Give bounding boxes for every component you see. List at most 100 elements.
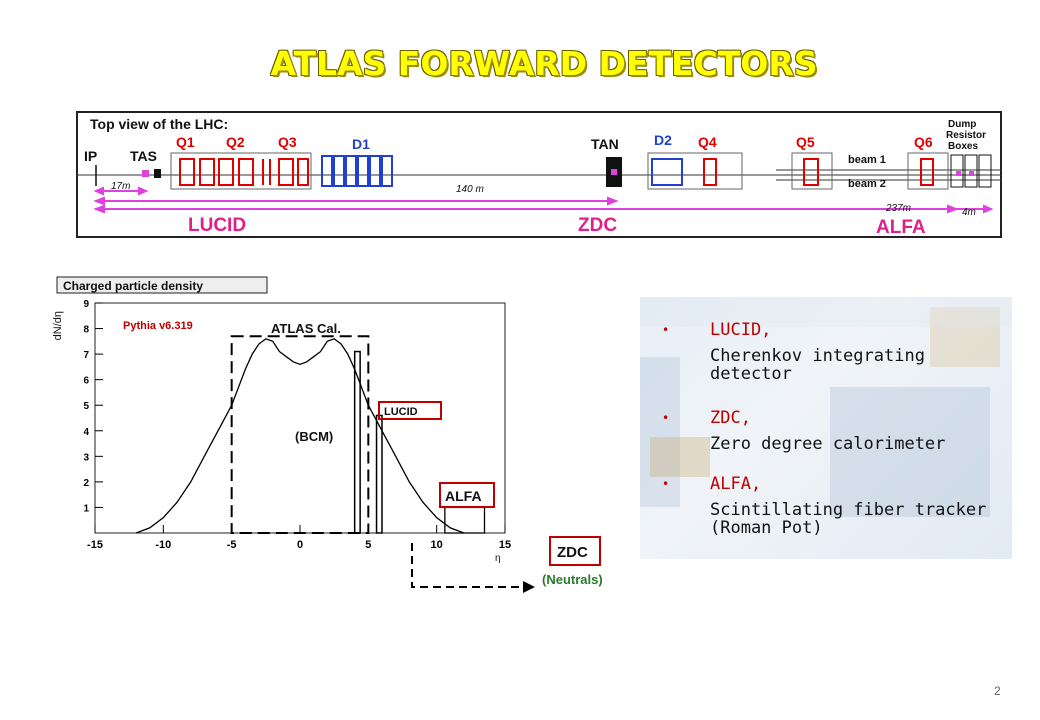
detector-description: Cherenkov integrating detector [710,346,925,384]
dump-label-line2: Resistor [946,130,986,141]
d2-label: D2 [654,132,672,148]
y-tick-label: 9 [83,299,89,310]
y-tick-label: 6 [83,376,89,387]
d2-dipole [651,158,683,186]
beam2-label: beam 2 [848,178,886,190]
zdc-annotation-box [549,536,601,566]
detector-description: Scintillating fiber tracker (Roman Pot) [710,500,987,538]
dist-237m: 237m [885,203,911,214]
d1-dipole-4 [357,155,369,187]
detector-description: Zero degree calorimeter [710,434,946,454]
chart-title: Charged particle density [63,279,203,293]
slide-title: ATLAS FORWARD DETECTORS [270,44,818,83]
q3-label: Q3 [278,134,297,150]
x-tick-label: 5 [365,539,371,551]
bullet-icon: • [662,477,670,491]
dist-17m: 17m [111,181,130,192]
x-tick-label: -10 [155,539,171,551]
lhc-lucid-label: LUCID [188,215,246,236]
dump-box-1 [950,154,964,188]
q6-label: Q6 [914,134,933,150]
lhc-heading: Top view of the LHC: [90,116,228,132]
detector-name: LUCID, [710,320,772,340]
q3-magnet-a [278,158,294,186]
bcm-bar [353,350,361,534]
tas-label: TAS [130,148,157,164]
detector-name: ZDC, [710,408,751,428]
q5-label: Q5 [796,134,815,150]
chart-ylabel: dN/dη [52,311,64,340]
x-tick-label: 15 [499,539,511,551]
y-tick-label: 2 [83,478,89,489]
q1-label: Q1 [176,134,195,150]
d1-dipole-3 [345,155,357,187]
dump-label-line1: Dump [948,119,976,130]
dist-140m: 140 m [456,184,484,195]
y-tick-label: 3 [83,452,89,463]
lhc-zdc-label: ZDC [578,215,617,236]
lhc-alfa-label: ALFA [876,217,926,238]
x-tick-label: -5 [227,539,237,551]
lucid-bar [375,414,383,534]
lucid-annotation-label: LUCID [384,406,418,418]
alfa-annotation-box [439,482,495,508]
dist-4m: 4m [962,207,976,218]
y-tick-label: 7 [83,350,89,361]
y-tick-label: 1 [83,503,89,514]
x-tick-label: 0 [297,539,303,551]
tas-block [154,169,161,178]
chart-title-box [56,276,268,294]
lhc-top-view-diagram: Top view of the LHC: IP TAS Q1 Q2 Q3 D1 … [76,111,1002,238]
q1-magnet-a [179,158,195,186]
detector-description-panel: • LUCID, Cherenkov integrating detector … [640,297,1012,559]
detector-name: ALFA, [710,474,762,494]
q5-magnet [803,158,819,186]
d1-dipole-5 [369,155,381,187]
y-tick-label: 8 [83,325,89,336]
generator-label: Pythia v6.319 [123,320,193,332]
q2-label: Q2 [226,134,245,150]
q3-magnet-b [297,158,309,186]
q2-magnet-a [218,158,234,186]
bullet-icon: • [662,411,670,425]
tan-label: TAN [591,136,619,152]
neutrals-label: (Neutrals) [542,572,603,587]
chart-xlabel: η [495,553,501,564]
lucid-annotation-box [378,401,442,420]
detector-item-alfa: • ALFA, Scintillating fiber tracker (Rom… [662,475,1000,537]
alfa-box [444,506,486,534]
plot-frame [94,302,506,534]
d1-dipole-1 [321,155,333,187]
page-number: 2 [994,684,1001,698]
atlas-cal-region [230,335,370,534]
dump-box-2 [964,154,978,188]
detector-item-zdc: • ZDC, Zero degree calorimeter [662,409,1000,453]
neutrals-arrow-line [411,543,525,588]
d1-dipole-2 [333,155,345,187]
q1-magnet-b [199,158,215,186]
bcm-label: (BCM) [295,429,333,444]
dump-label-line3: Boxes [948,141,978,152]
q4-magnet [703,158,717,186]
ip-label: IP [84,148,97,164]
neutrals-arrow-head [523,581,535,593]
tas-marker [142,170,149,177]
beam1-label: beam 1 [848,154,886,166]
density-curve-series [135,338,465,534]
alfa-annotation-label: ALFA [445,488,482,504]
q4-label: Q4 [698,134,717,150]
x-tick-label: 10 [431,539,443,551]
bullet-icon: • [662,323,670,337]
zdc-annotation-label: ZDC [557,544,588,561]
d1-label: D1 [352,136,370,152]
dump-box-3 [978,154,992,188]
q6-magnet [920,158,934,186]
q2-magnet-b [238,158,254,186]
y-tick-label: 4 [83,427,89,438]
atlas-cal-label: ATLAS Cal. [271,321,341,336]
detector-item-lucid: • LUCID, Cherenkov integrating detector [662,321,1000,383]
d1-dipole-6 [381,155,393,187]
tan-marker [611,169,617,175]
